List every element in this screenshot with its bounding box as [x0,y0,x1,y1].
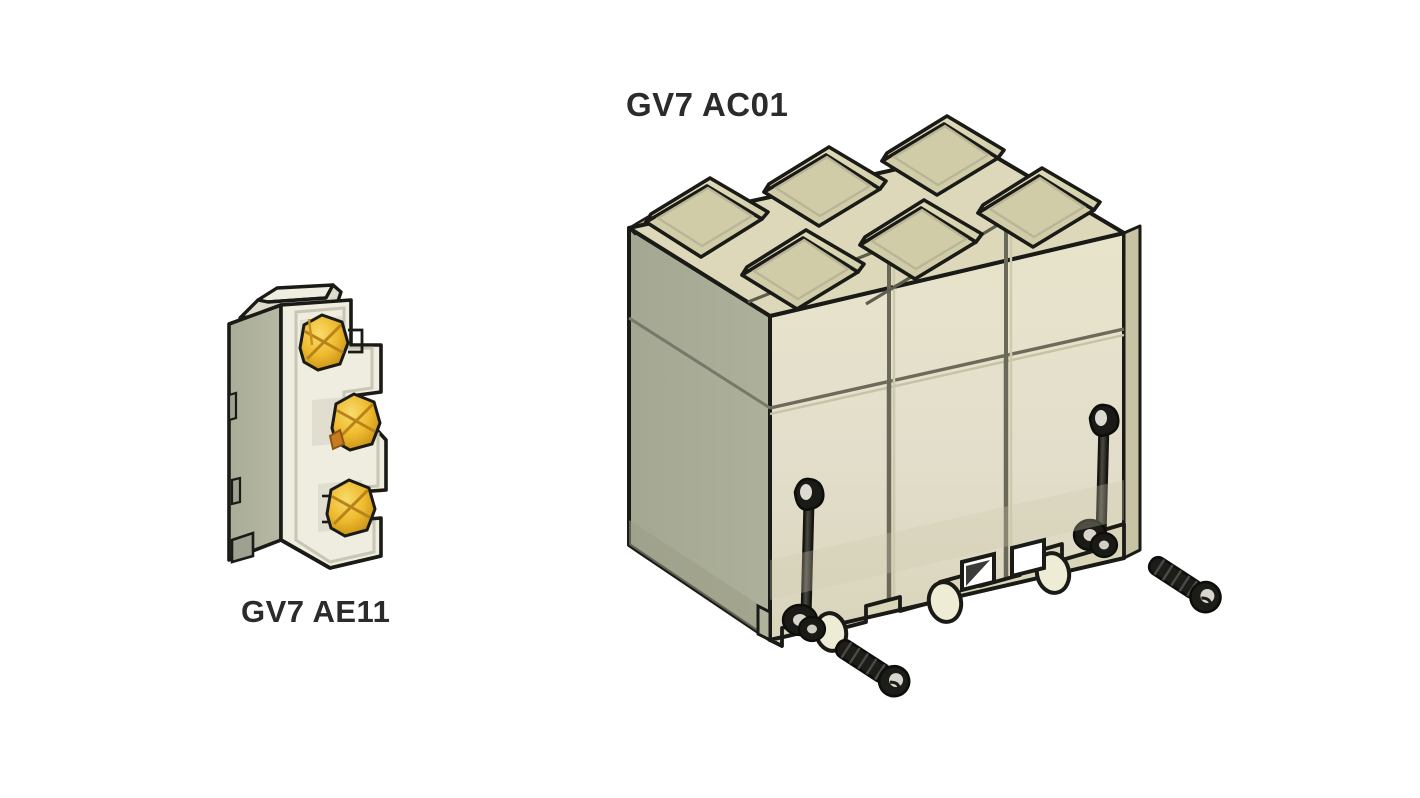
installed-screw-left [781,477,827,643]
terminal-cap-back-right [880,114,1006,197]
breaker-right-side-face [1122,224,1142,560]
contact-block-body [227,303,283,564]
terminal-cap-front-middle [858,198,984,281]
mounting-hole-2 [926,580,964,624]
breaker-front-seam [769,327,1125,410]
terminal-cap-back-middle [762,145,888,228]
breaker-square-vents [960,537,1046,593]
terminal-cap-front-left [740,228,866,311]
square-vent-right [1010,537,1046,579]
contact-block-terminal-bottom [322,478,377,538]
terminal-cap-front-right [976,166,1102,249]
contact-block-label: GV7 AE11 [241,594,391,629]
contact-block-gv7-ae11 [227,283,388,570]
breaker-terminal-caps [644,114,1102,311]
loose-screw-lower-right [1147,555,1222,614]
contact-block-terminal-top [298,313,364,372]
installed-screw-right [1072,403,1120,559]
loose-screw-lower-left [834,638,911,698]
breaker-gv7-ac01 [627,114,1222,698]
breaker-label: GV7 AC01 [626,86,789,123]
contact-block-terminal-middle [328,392,382,452]
terminal-cap-back-left [644,176,770,259]
